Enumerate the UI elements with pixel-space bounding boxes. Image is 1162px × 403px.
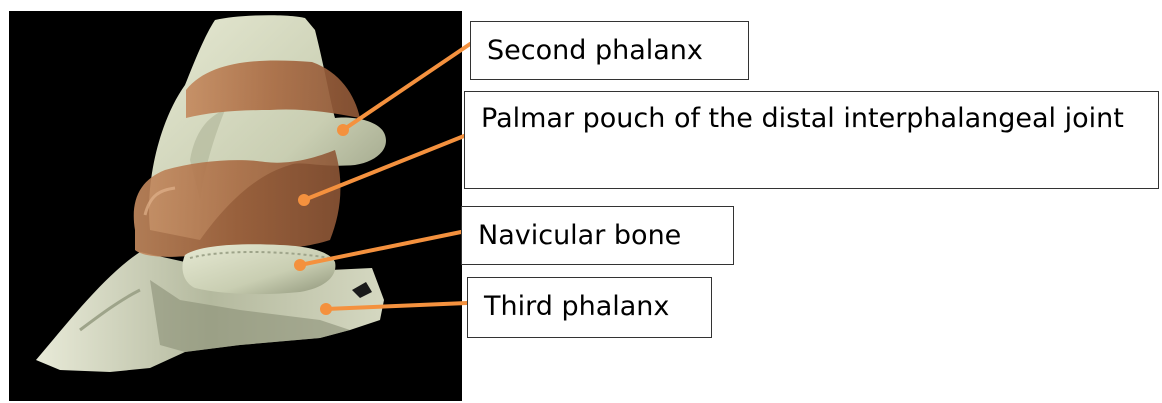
label-third-phalanx: Third phalanx	[467, 277, 712, 338]
label-navicular-bone: Navicular bone	[461, 206, 734, 265]
label-palmar-pouch: Palmar pouch of the distal interphalange…	[464, 91, 1159, 189]
navicular-bone	[182, 244, 335, 294]
label-second-phalanx: Second phalanx	[470, 21, 749, 80]
